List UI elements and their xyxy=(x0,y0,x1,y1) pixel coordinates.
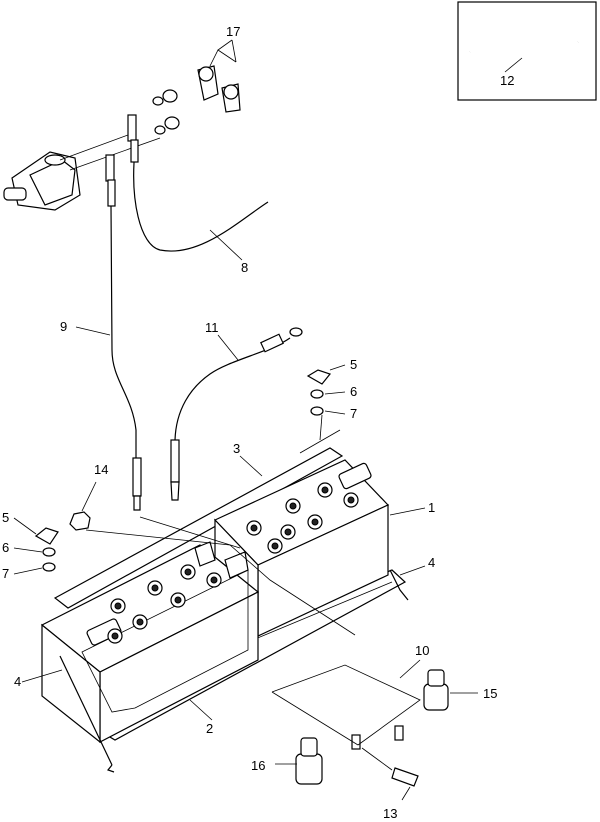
cable-8: 8 xyxy=(127,114,269,275)
callout-5-right: 5 xyxy=(350,357,357,372)
callout-13: 13 xyxy=(383,806,397,821)
callout-4-left: 4 xyxy=(14,674,21,689)
battery-rear: 1 xyxy=(213,459,435,638)
cable-9: 9 xyxy=(60,154,142,511)
callout-7-right: 7 xyxy=(350,406,357,421)
callout-15: 15 xyxy=(483,686,497,701)
callout-14: 14 xyxy=(94,462,108,477)
top-nuts xyxy=(152,89,180,135)
jumper-cable: 10 13 xyxy=(271,643,429,821)
callout-17: 17 xyxy=(226,24,240,39)
callout-6-right: 6 xyxy=(350,384,357,399)
callout-4-right: 4 xyxy=(428,555,435,570)
left-hardware: 5 6 7 14 xyxy=(2,462,108,581)
callout-1: 1 xyxy=(428,500,435,515)
callout-16: 16 xyxy=(251,758,265,773)
right-hardware: 5 6 7 xyxy=(306,357,357,421)
callout-3: 3 xyxy=(233,441,240,456)
terminal-caps: 15 16 xyxy=(251,669,497,785)
callout-9: 9 xyxy=(60,319,67,334)
battery-switch xyxy=(3,134,161,211)
callout-6-left: 6 xyxy=(2,540,9,555)
callout-11: 11 xyxy=(205,320,219,335)
callout-2: 2 xyxy=(206,721,213,736)
callout-7-left: 7 xyxy=(2,566,9,581)
cable-11: 11 xyxy=(170,320,303,501)
callout-12: 12 xyxy=(500,73,514,88)
hold-down-bar: 3 xyxy=(53,414,344,609)
callout-5-left: 5 xyxy=(2,510,9,525)
hold-down-rods: 4 4 xyxy=(14,555,435,773)
terminal-boots: 17 xyxy=(197,24,241,113)
battery-front xyxy=(40,516,356,744)
inset-panel: 12 xyxy=(457,1,597,101)
callout-10: 10 xyxy=(415,643,429,658)
callout-8: 8 xyxy=(241,260,248,275)
